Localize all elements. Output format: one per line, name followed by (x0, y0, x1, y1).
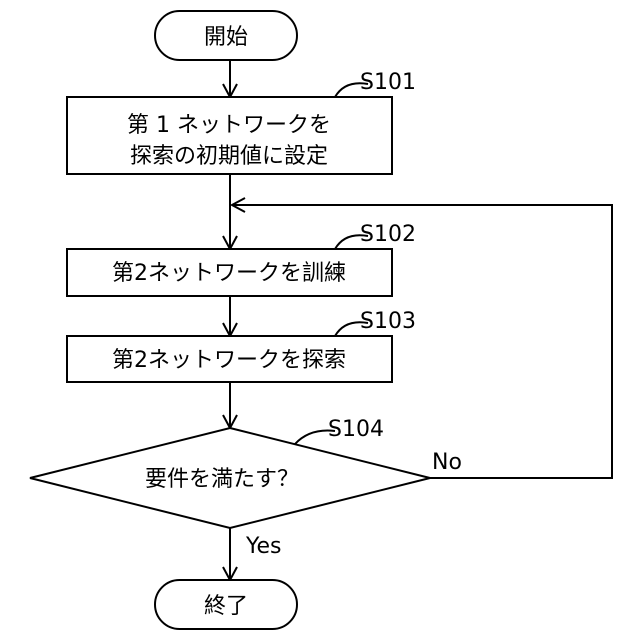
step-label-s104: S104 (328, 417, 384, 442)
end-label: 終了 (204, 594, 248, 619)
s103-text: 第2ネットワークを探索 (112, 348, 346, 373)
yes-label: Yes (245, 534, 282, 559)
step-label-s101: S101 (360, 70, 416, 95)
step-label-s102: S102 (360, 222, 416, 247)
s102-text: 第2ネットワークを訓練 (112, 261, 346, 286)
step-label-s103: S103 (360, 309, 416, 334)
s101-text-line-1: 第 1 ネットワークを (127, 113, 331, 138)
no-label: No (432, 450, 462, 475)
s101-text-line-2: 探索の初期値に設定 (130, 144, 328, 169)
decision-text: 要件を満たす？ (145, 467, 299, 492)
start-label: 開始 (204, 25, 248, 50)
